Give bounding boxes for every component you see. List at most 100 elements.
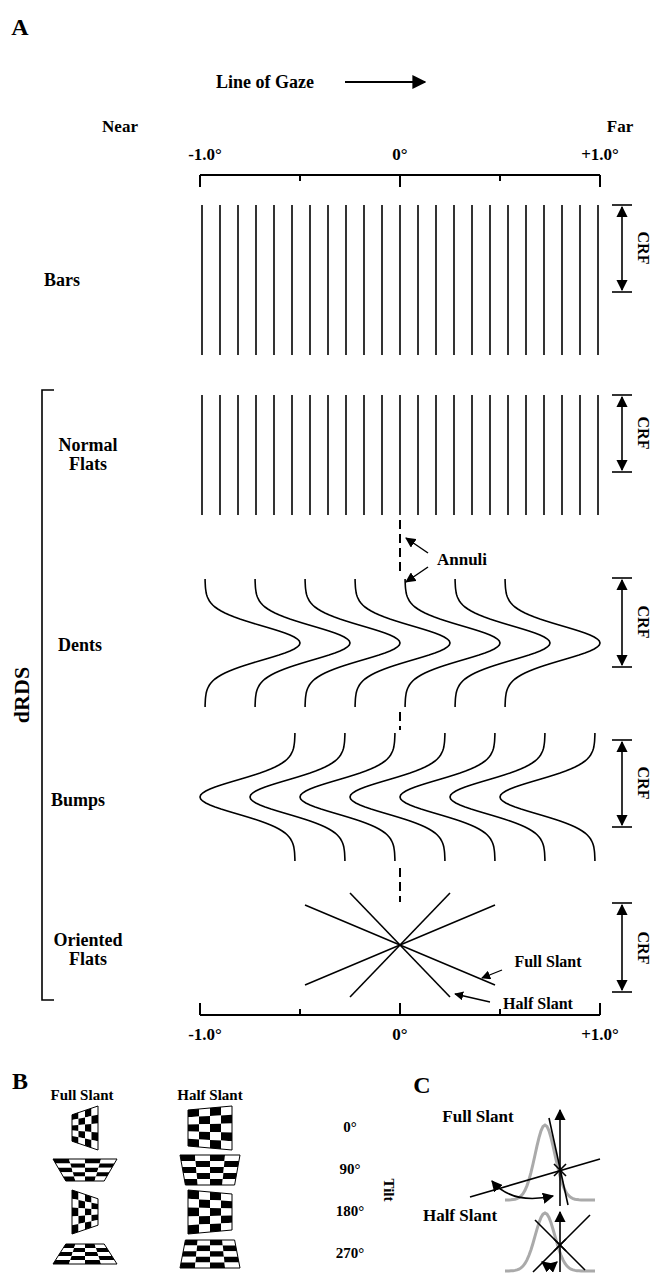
checker-square [188,1225,199,1234]
crf-label: CRF [635,767,652,800]
checker-square [210,1161,225,1167]
checker-square [197,1246,210,1252]
tilt-value: 0° [343,1120,357,1136]
bar-stroke [399,205,401,355]
stimulus-name: Bars [44,271,80,290]
checker-square [196,1251,210,1257]
crf-label: CRF [635,232,652,265]
checker-square [72,1216,79,1225]
checker-square [85,1116,92,1124]
axis-title: Tilt [380,1178,396,1201]
checker-square [196,1257,211,1263]
tick-label: -1.0° [188,146,222,164]
checker-square [92,1209,99,1215]
checker-square [223,1251,237,1257]
checker-outline [188,1190,232,1234]
bar-stroke [543,205,545,355]
bar-stroke [471,205,473,355]
tick-label: +1.0° [581,1026,619,1044]
bar-stroke [579,205,581,355]
checker-square [85,1177,96,1181]
checker-square [196,1167,210,1173]
flat-stroke [363,395,365,515]
flat-stroke [237,395,239,515]
checker-square [181,1257,196,1263]
stimulus-name: Normal Flats [43,436,133,474]
checker-square [69,1159,85,1163]
checker-outline [72,1190,98,1234]
flat-stroke [291,395,293,515]
panel-letter: C [413,1073,430,1098]
checker-square [188,1199,199,1208]
bar-stroke [237,205,239,355]
checker-outline [180,1240,240,1268]
checker-outline [188,1106,232,1150]
bar-stroke [453,205,455,355]
bar-stroke [597,205,599,355]
tick-label: 0° [392,146,407,164]
checker-square [197,1240,210,1246]
checker-square [92,1132,99,1141]
flat-stroke [309,395,311,515]
slant-label: Full Slant [514,954,581,971]
flat-stroke [597,395,599,515]
checker-square [221,1115,232,1124]
checker-square [85,1252,98,1256]
column-header: Half Slant [177,1088,242,1104]
checker-square [181,1161,196,1167]
crf-label: CRF [635,417,652,450]
checker-square [79,1200,86,1208]
bar-stroke [255,205,257,355]
checker-square [197,1179,210,1185]
flat-stroke [327,395,329,515]
bump-curve [300,733,395,861]
tilt-value: 90° [340,1162,361,1178]
checker-square [210,1216,221,1224]
checker-square [188,1124,199,1132]
checker-square [85,1260,101,1264]
checker-square [92,1203,99,1210]
bar-stroke [489,205,491,355]
flat-stroke [273,395,275,515]
checker-square [210,1124,221,1132]
bump-curve [450,733,545,861]
checker-square [85,1132,92,1140]
checker-square [79,1208,86,1216]
checker-square [221,1132,232,1141]
checker-square [79,1216,86,1224]
checker-square [210,1173,223,1179]
checker-square [73,1172,85,1176]
bump-curve [200,733,295,861]
checker-square [199,1199,210,1208]
checker-square [195,1155,210,1161]
bar-stroke [435,205,437,355]
axis-title: Line of Gaze [216,73,314,92]
checker-square [199,1216,210,1225]
checker-square [85,1201,92,1209]
checker-square [188,1208,199,1217]
checker-square [74,1244,85,1248]
checker-square [188,1132,199,1140]
checker-square [188,1190,199,1199]
flat-stroke [417,395,419,515]
flat-stroke [345,395,347,515]
flat-stroke [507,395,509,515]
bump-curve [350,733,445,861]
axis-end: Far [607,118,633,136]
dent-curve [455,579,550,707]
annuli-label: Annuli [437,551,487,569]
bar-stroke [525,205,527,355]
crf-label: CRF [635,606,652,639]
checker-square [72,1199,79,1208]
checker-square [199,1132,210,1140]
flat-stroke [435,395,437,515]
checker-square [70,1163,85,1167]
flat-stroke [579,395,581,515]
checker-square [199,1116,210,1124]
dent-curve [405,579,500,707]
checker-square [224,1161,239,1167]
checker-square [210,1240,223,1246]
checker-square [210,1251,224,1257]
bar-stroke [507,205,509,355]
checker-square [85,1172,97,1176]
